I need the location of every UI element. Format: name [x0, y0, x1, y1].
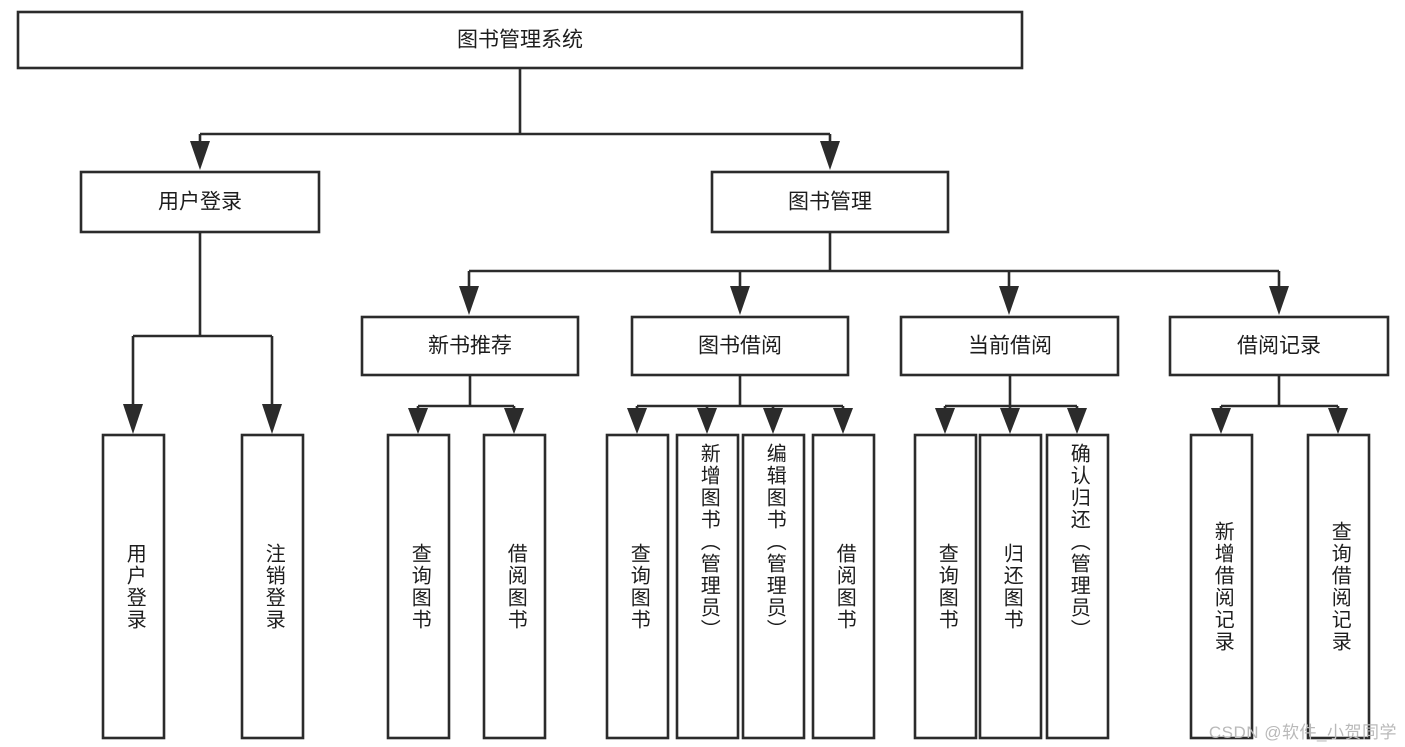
connector-book-borrow-to-leaves	[627, 375, 853, 434]
arrow-head-leaf-borrow-book-1	[504, 408, 524, 434]
connector-borrow-record-to-leaves	[1211, 375, 1348, 434]
arrow-head-leaf-add-record	[1211, 408, 1231, 434]
node-current-borrow-box	[899, 315, 1120, 377]
arrow-head-new-book-recommend	[459, 286, 479, 315]
leaf-box-confirm-return[interactable]	[1045, 433, 1110, 740]
arrow-head-leaf-return-book	[1000, 408, 1020, 434]
leaf-box-query-book-2[interactable]	[605, 433, 670, 740]
node-new-book-recommend-box	[360, 315, 580, 377]
node-borrow-record-label: 借阅记录	[1237, 335, 1321, 358]
node-book-manage-label: 图书管理	[788, 191, 872, 214]
arrow-head-leaf-query-book-3	[935, 408, 955, 434]
leaf-box-return-book[interactable]	[978, 433, 1043, 740]
node-user-login-label: 用户登录	[158, 191, 242, 214]
node-book-borrow-label: 图书借阅	[698, 335, 782, 358]
leaf-box-logout[interactable]	[240, 433, 305, 740]
connector-new-book-recommend-to-leaves	[408, 375, 524, 434]
arrow-head-leaf-query-book-2	[627, 408, 647, 434]
connector-current-borrow-to-leaves	[935, 375, 1087, 434]
arrow-head-current-borrow	[999, 286, 1019, 315]
node-current-borrow-label: 当前借阅	[968, 335, 1052, 358]
node-current-borrow[interactable]: 当前借阅	[899, 315, 1120, 377]
node-user-login-box	[79, 170, 321, 234]
leaf-box-query-record[interactable]	[1306, 433, 1371, 740]
node-root-system-label: 图书管理系统	[457, 29, 583, 52]
connector-root-to-level2	[190, 68, 840, 170]
arrow-head-user-login	[190, 141, 210, 170]
node-new-book-recommend[interactable]: 新书推荐	[360, 315, 580, 377]
arrow-head-leaf-edit-book	[763, 408, 783, 434]
node-root-system-box	[16, 10, 1024, 70]
node-book-borrow[interactable]: 图书借阅	[630, 315, 850, 377]
leaf-box-user-login[interactable]	[101, 433, 166, 740]
arrow-head-leaf-borrow-book-2	[833, 408, 853, 434]
arrow-head-leaf-user-login	[123, 404, 143, 434]
csdn-watermark: CSDN @软件_小贺同学	[1208, 723, 1397, 742]
arrow-head-leaf-logout	[262, 404, 282, 434]
leaf-box-query-book-1[interactable]	[386, 433, 451, 740]
leaf-box-borrow-book-2[interactable]	[811, 433, 876, 740]
leaf-box-add-record[interactable]	[1189, 433, 1254, 740]
leaf-box-query-book-3[interactable]	[913, 433, 978, 740]
arrow-head-book-manage	[820, 141, 840, 170]
arrow-head-leaf-add-book	[697, 408, 717, 434]
connector-book-manage-to-level3	[459, 232, 1289, 315]
arrow-head-leaf-query-record	[1328, 408, 1348, 434]
leaf-box-edit-book[interactable]	[741, 433, 806, 740]
connector-user-login-to-leaves	[123, 232, 282, 434]
arrow-head-leaf-query-book-1	[408, 408, 428, 434]
node-user-login[interactable]: 用户登录	[79, 170, 321, 234]
node-book-manage[interactable]: 图书管理	[710, 170, 950, 234]
arrow-head-book-borrow	[730, 286, 750, 315]
arrow-head-leaf-confirm-return	[1067, 408, 1087, 434]
leaf-box-borrow-book-1[interactable]	[482, 433, 547, 740]
node-root-system[interactable]: 图书管理系统	[16, 10, 1024, 70]
node-borrow-record[interactable]: 借阅记录	[1168, 315, 1390, 377]
leaf-box-add-book[interactable]	[675, 433, 740, 740]
arrow-head-borrow-record	[1269, 286, 1289, 315]
node-new-book-recommend-label: 新书推荐	[428, 335, 512, 358]
